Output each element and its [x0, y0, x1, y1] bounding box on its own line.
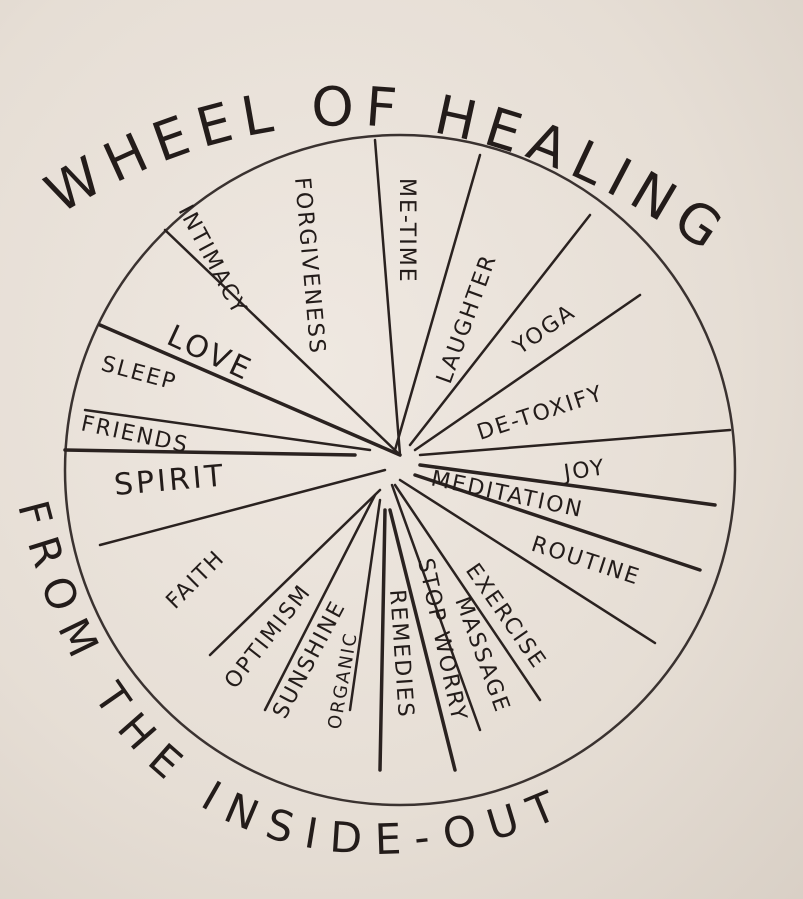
label-routine: ROUTINE	[528, 532, 643, 591]
spoke	[398, 478, 657, 645]
spoke	[418, 463, 717, 507]
spoke	[418, 428, 732, 457]
label-yoga: YOGA	[508, 299, 580, 360]
label-me-time: ME-TIME	[394, 178, 419, 284]
spoke	[263, 493, 377, 712]
spoke	[393, 153, 482, 452]
title-text: WHEEL OF HEALING	[35, 75, 741, 268]
label-spirit: SPIRIT	[113, 458, 228, 503]
label-detoxify: DE-TOXIFY	[474, 381, 607, 445]
spoke	[393, 483, 542, 702]
spoke	[378, 508, 387, 772]
spoke	[98, 323, 402, 457]
label-joy: JOY	[560, 455, 607, 486]
label-sleep: SLEEP	[98, 352, 179, 396]
spoke	[388, 508, 457, 772]
label-faith: FAITH	[162, 546, 231, 615]
wheel-circle	[63, 133, 737, 807]
spoke	[63, 448, 357, 457]
spoke	[408, 213, 592, 447]
spoke	[83, 408, 372, 452]
spoke	[98, 468, 387, 547]
spoke	[163, 228, 402, 457]
wheel-spokes	[63, 138, 732, 772]
label-forgiveness: FORGIVENESS	[289, 176, 329, 356]
spoke	[348, 498, 382, 712]
spoke	[373, 138, 402, 457]
spoke	[413, 293, 642, 452]
label-intimacy: INTIMACY	[173, 201, 252, 320]
label-laughter: LAUGHTER	[432, 251, 502, 387]
spoke	[413, 473, 702, 572]
segment-labels: LOVE INTIMACY FORGIVENESS ME-TIME LAUGHT…	[79, 176, 644, 731]
spoke	[390, 483, 482, 732]
spoke	[208, 488, 382, 657]
